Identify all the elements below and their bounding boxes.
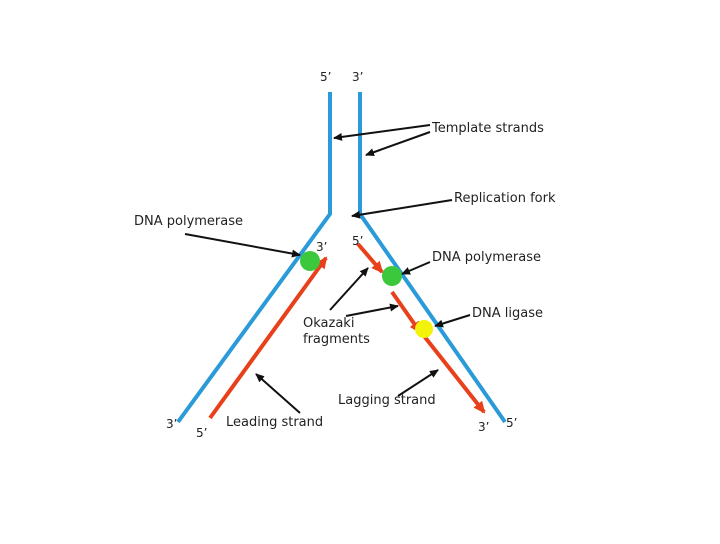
template-arrow-1 [333,124,431,141]
dna-ligase-label: DNA ligase [472,306,543,321]
okazaki-fragment-2 [390,290,422,334]
okazaki-arrow-1 [329,267,369,311]
top-right-3prime-label: 3’ [352,70,364,84]
bottom-right-5prime-label: 5’ [506,416,518,430]
lagging-strand-arrow [397,369,439,397]
bottom-left-5prime-label: 5’ [196,426,208,440]
okazaki-label-line1: Okazaki [303,316,355,331]
template-arrow-2 [365,131,431,157]
dna-polymerase-right-label: DNA polymerase [432,250,542,265]
fork-5prime-label: 5’ [352,234,364,248]
okazaki-fragment-3 [422,334,486,414]
template-strand-left [176,92,332,424]
replication-fork-label: Replication fork [454,191,556,206]
bottom-right-3prime-label: 3’ [478,420,490,434]
okazaki-fragment-1 [356,242,384,274]
polymerase-right-arrow [401,261,431,275]
dna-polymerase-left-label: DNA polymerase [134,214,244,229]
okazaki-label-line2: fragments [303,332,370,347]
lagging-strand-label: Lagging strand [338,393,436,408]
dna-ligase-blob [415,320,433,338]
okazaki-arrow-2 [345,303,399,317]
dna-polymerase-left-blob [300,251,320,271]
leading-strand-arrow [255,373,301,414]
bottom-left-3prime-label: 3’ [166,417,178,431]
top-left-5prime-label: 5’ [320,70,332,84]
ligase-arrow [434,314,471,328]
polymerase-left-arrow [184,233,301,258]
leading-strand-line [208,256,328,420]
leading-strand-label: Leading strand [226,415,324,430]
replication-fork-arrow [351,199,453,219]
template-strands-label: Template strands [432,121,544,136]
dna-polymerase-right-blob [382,266,402,286]
fork-3prime-label: 3’ [316,240,328,254]
